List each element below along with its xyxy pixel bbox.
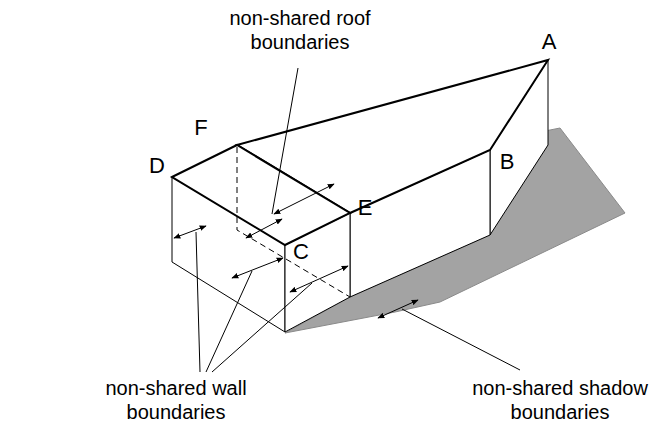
leader-line xyxy=(212,283,312,372)
leader-line xyxy=(196,232,200,372)
leader-line xyxy=(402,309,520,370)
boundary-arrow xyxy=(290,266,348,292)
corner-letter: B xyxy=(496,150,518,174)
corner-letter: F xyxy=(190,116,212,140)
boundary-arrow xyxy=(378,300,418,318)
callout-label: non-shared shadow boundaries xyxy=(470,376,650,424)
callout-label: non-shared roof boundaries xyxy=(215,6,385,54)
boundary-arrow xyxy=(232,258,283,278)
hidden-edge xyxy=(237,147,350,297)
corner-letter: A xyxy=(538,30,560,54)
corner-letter: C xyxy=(290,240,312,264)
boundary-arrow xyxy=(174,226,206,238)
callout-label: non-shared wall boundaries xyxy=(100,376,252,424)
roof-face xyxy=(172,145,350,245)
leader-line xyxy=(272,68,298,214)
boundary-arrow xyxy=(246,219,282,238)
boundary-arrow xyxy=(274,184,334,214)
corner-letter: D xyxy=(146,154,168,178)
corner-letter: E xyxy=(354,196,376,220)
